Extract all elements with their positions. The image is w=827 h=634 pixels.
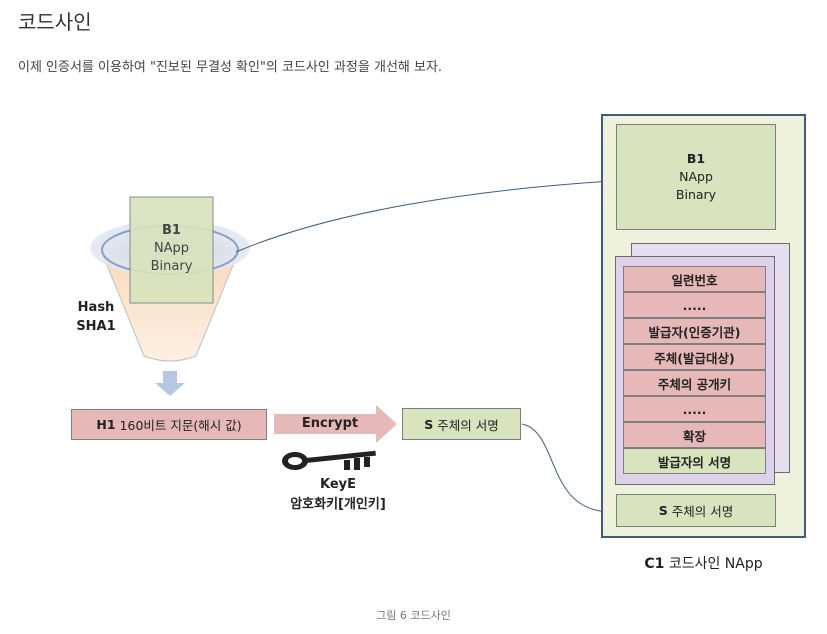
encrypt-label: Encrypt xyxy=(301,416,359,431)
hash-label-line2: SHA1 xyxy=(76,319,116,334)
panel-binary-line2: NApp xyxy=(679,169,713,184)
panel-label-text: 코드사인 NApp xyxy=(668,556,763,572)
hash-label-line1: Hash xyxy=(77,300,115,315)
key-label: KeyE 암호화키[개인키] xyxy=(266,475,410,515)
cert-row-ellipsis-2: ..... xyxy=(623,396,766,422)
cert-row-issuer: 발급자(인증기관) xyxy=(623,318,766,344)
binary-line1: B1 xyxy=(162,223,181,238)
fingerprint-id: H1 xyxy=(96,417,116,432)
signature-box: S 주체의 서명 xyxy=(402,408,521,440)
down-arrow-icon xyxy=(155,371,185,396)
panel-label-id: C1 xyxy=(644,556,665,572)
cert-row-ellipsis-1: ..... xyxy=(623,292,766,318)
key-label-line2: 암호화키[개인키] xyxy=(290,497,386,512)
signature-id: S xyxy=(424,416,434,432)
panel-signature-id: S xyxy=(658,503,668,518)
panel-signature-text: 주체의 서명 xyxy=(671,504,734,519)
binary-box xyxy=(129,196,214,304)
binary-to-panel-curve xyxy=(235,177,613,253)
page-title: 코드사인 xyxy=(18,10,92,34)
fingerprint-box: H1 160비트 지문(해시 값) xyxy=(71,409,267,440)
panel-binary-line1: B1 xyxy=(686,151,706,166)
fingerprint-text: 160비트 지문(해시 값) xyxy=(119,418,242,433)
panel-signature-box: S 주체의 서명 xyxy=(616,494,776,527)
key-icon xyxy=(282,450,376,470)
panel-binary-line3: Binary xyxy=(675,187,717,202)
key-label-line1: KeyE xyxy=(319,477,357,492)
signature-to-panel-curve xyxy=(521,423,613,516)
intro-text: 이제 인증서를 이용하여 "진보된 무결성 확인"의 코드사인 과정을 개선해 … xyxy=(18,60,443,75)
binary-line3: Binary xyxy=(150,259,193,274)
signature-text: 주체의 서명 xyxy=(437,417,499,433)
figure-caption: 그림 6 코드사인 xyxy=(376,609,451,622)
binary-line2: NApp xyxy=(153,241,190,256)
cert-row-public-key: 주체의 공개키 xyxy=(623,370,766,396)
hash-label: Hash SHA1 xyxy=(66,298,126,336)
panel-binary-box: B1 NApp Binary xyxy=(616,124,776,230)
binary-label: B1 NApp Binary xyxy=(130,222,213,276)
cert-row-subject: 주체(발급대상) xyxy=(623,344,766,370)
panel-label: C1 코드사인 NApp xyxy=(601,553,806,573)
cert-row-issuer-signature: 발급자의 서명 xyxy=(623,448,766,474)
cert-row-serial: 일련번호 xyxy=(623,266,766,292)
encrypt-arrow-icon xyxy=(274,405,397,443)
cert-row-extensions: 확장 xyxy=(623,422,766,448)
